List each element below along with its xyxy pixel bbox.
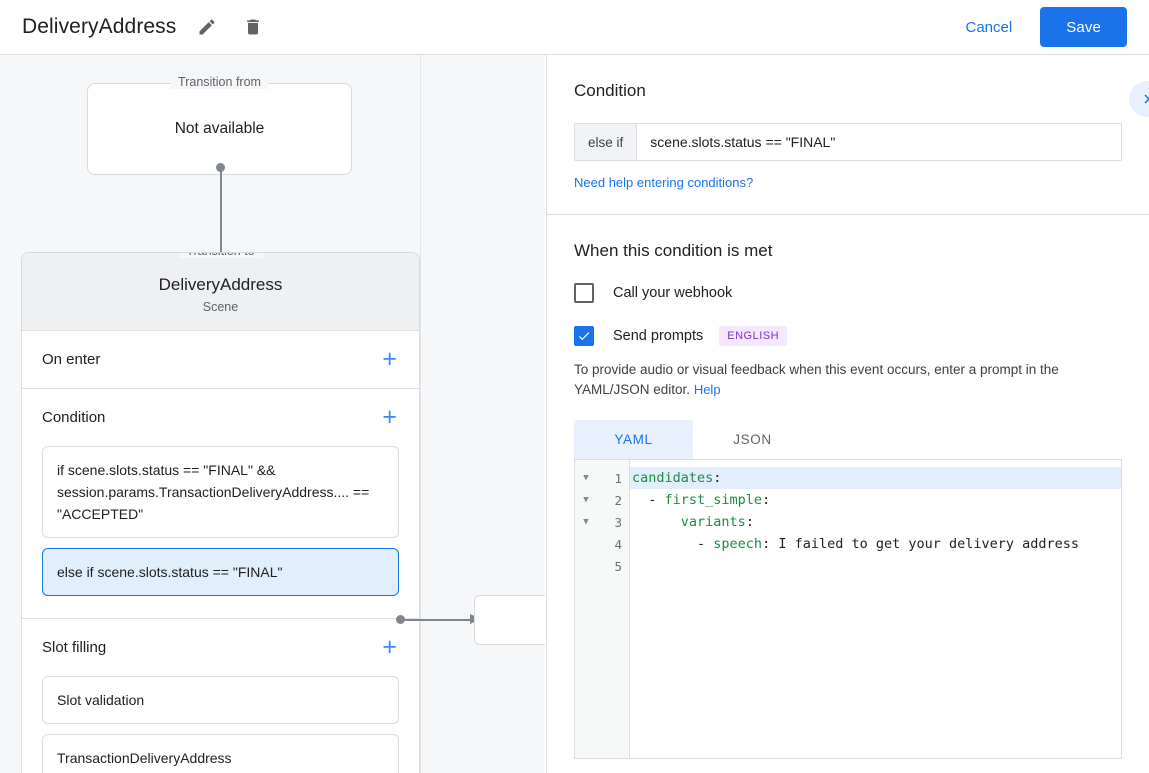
code-line xyxy=(630,555,1121,577)
slot-validation-card[interactable]: Slot validation xyxy=(42,676,399,724)
pencil-icon[interactable] xyxy=(192,12,222,42)
webhook-row: Call your webhook xyxy=(574,283,1122,303)
scene-graph-canvas: Transition from Not available Transition… xyxy=(0,55,545,773)
code-line: variants: xyxy=(680,514,754,530)
line-number: 2 xyxy=(614,492,622,508)
line-number: 5 xyxy=(614,558,622,574)
yaml-value: I failed to get your delivery address xyxy=(770,536,1080,552)
target-node-box[interactable] xyxy=(474,595,545,645)
panel-heading-when-met: When this condition is met xyxy=(574,241,773,260)
fold-arrow-icon[interactable]: ▼ xyxy=(583,517,589,527)
condition-card[interactable]: if scene.slots.status == "FINAL" && sess… xyxy=(42,446,399,538)
send-prompts-checkbox[interactable] xyxy=(574,326,594,346)
gutter-line: ▼ 1 xyxy=(575,467,629,489)
scene-type: Scene xyxy=(202,300,239,314)
condition-input[interactable] xyxy=(637,124,1121,160)
tab-yaml[interactable]: YAML xyxy=(574,420,693,459)
plus-icon[interactable]: + xyxy=(382,633,397,661)
section-slot-filling: Slot filling + Slot validation Transacti… xyxy=(22,619,419,773)
send-prompts-row: Send prompts ENGLISH xyxy=(574,326,1122,346)
scene-name: DeliveryAddress xyxy=(158,275,283,294)
yaml-key: first_simple xyxy=(664,492,763,508)
top-app-bar: DeliveryAddress Cancel Save xyxy=(0,0,1149,55)
prompt-description: To provide audio or visual feedback when… xyxy=(574,360,1122,400)
condition-card-selected[interactable]: else if scene.slots.status == "FINAL" xyxy=(42,548,399,596)
page-title: DeliveryAddress xyxy=(22,15,177,38)
gutter-line: ▼ 3 xyxy=(575,511,629,533)
send-prompts-label: Send prompts xyxy=(613,328,704,344)
prompt-help-link[interactable]: Help xyxy=(693,382,721,397)
panel-heading-condition: Condition xyxy=(574,81,646,100)
prompt-description-text: To provide audio or visual feedback when… xyxy=(574,362,1059,397)
scene-card-header: DeliveryAddress Scene xyxy=(22,253,419,331)
line-number: 3 xyxy=(614,514,622,530)
yaml-editor[interactable]: ▼ 1 ▼ 2 ▼ 3 4 xyxy=(574,459,1122,759)
panel-condition-block: Condition else if Need help entering con… xyxy=(547,55,1149,215)
language-badge: ENGLISH xyxy=(719,326,788,346)
gutter-line: 5 xyxy=(575,555,629,577)
condition-prefix-label: else if xyxy=(575,124,638,160)
call-webhook-checkbox[interactable] xyxy=(574,283,594,303)
tab-json[interactable]: JSON xyxy=(733,432,772,447)
editor-format-tabs: YAML JSON xyxy=(574,420,1122,459)
plus-icon[interactable]: + xyxy=(382,345,397,373)
section-header-on-enter: On enter + xyxy=(42,331,399,388)
fold-arrow-icon[interactable]: ▼ xyxy=(583,495,589,505)
branch-line xyxy=(404,619,472,621)
code-line: - first_simple: xyxy=(632,492,771,508)
editor-gutter: ▼ 1 ▼ 2 ▼ 3 4 xyxy=(575,460,630,758)
transition-to-legend: Transition to xyxy=(178,253,263,258)
condition-help-row: Need help entering conditions? xyxy=(574,174,1122,192)
line-number: 1 xyxy=(614,470,622,486)
transition-from-legend: Transition from xyxy=(170,75,269,89)
section-title-slot-filling: Slot filling xyxy=(42,639,107,656)
yaml-key: variants xyxy=(680,514,746,530)
section-condition: Condition + if scene.slots.status == "FI… xyxy=(22,389,419,619)
transition-from-value: Not available xyxy=(174,120,265,137)
section-title-condition: Condition xyxy=(42,409,106,426)
section-header-slot-filling: Slot filling + xyxy=(42,619,399,676)
condition-field-row: else if xyxy=(574,123,1122,161)
connector-line xyxy=(220,168,222,256)
cancel-button[interactable]: Cancel xyxy=(952,11,1027,44)
connector-dot xyxy=(216,163,225,172)
canvas-divider xyxy=(420,55,421,773)
trash-icon[interactable] xyxy=(238,12,268,42)
save-button[interactable]: Save xyxy=(1040,7,1127,47)
slot-card[interactable]: TransactionDeliveryAddress xyxy=(42,734,399,773)
branch-dot xyxy=(396,615,405,624)
line-number: 4 xyxy=(614,536,622,552)
plus-icon[interactable]: + xyxy=(382,403,397,431)
transition-to-box: Transition to DeliveryAddress Scene On e… xyxy=(21,252,420,773)
yaml-key: speech xyxy=(713,536,763,552)
yaml-key: candidates xyxy=(632,470,714,486)
section-header-condition: Condition + xyxy=(42,389,399,446)
condition-details-panel: Condition else if Need help entering con… xyxy=(546,55,1149,773)
section-on-enter: On enter + xyxy=(22,331,419,389)
editor-code-area[interactable]: candidates: - first_simple: variants: - … xyxy=(630,460,1121,758)
transition-from-box: Transition from Not available xyxy=(87,75,352,175)
gutter-line: ▼ 2 xyxy=(575,489,629,511)
gutter-line: 4 xyxy=(575,533,629,555)
condition-help-link[interactable]: Need help entering conditions? xyxy=(574,175,754,190)
code-line: - speech: I failed to get your delivery … xyxy=(632,536,1080,552)
call-webhook-label: Call your webhook xyxy=(613,285,733,301)
section-title-on-enter: On enter xyxy=(42,351,101,368)
chevron-right-icon[interactable] xyxy=(1129,81,1149,117)
fold-arrow-icon[interactable]: ▼ xyxy=(583,473,589,483)
panel-when-met-block: When this condition is met Call your web… xyxy=(547,215,1149,773)
code-line: candidates: xyxy=(630,467,1121,489)
